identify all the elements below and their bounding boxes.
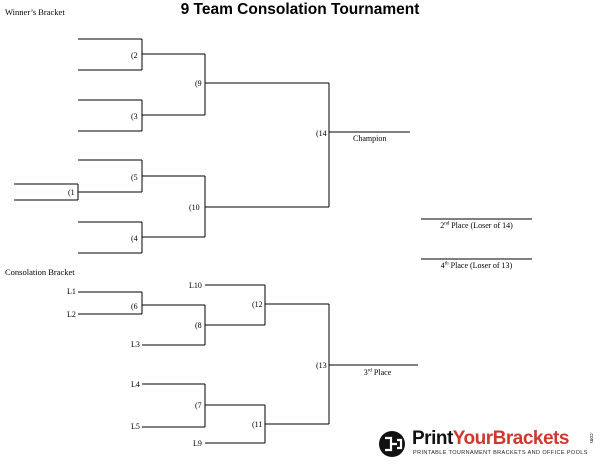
final-game (328, 83, 410, 207)
logo-dotcom: .com (588, 432, 594, 443)
seed-l4: L4 (131, 380, 140, 389)
third-place-game (328, 304, 418, 424)
printyourbrackets-logo: PrintYourBrackets .com PRINTABLE TOURNAM… (378, 428, 596, 462)
game-13-label: (13 (316, 361, 327, 370)
game-8-label: (8 (195, 321, 202, 330)
game-5-label: (5 (131, 173, 138, 182)
game-2-label: (2 (131, 51, 138, 60)
game-1-label: (1 (68, 188, 75, 197)
game-11-label: (11 (252, 420, 262, 429)
logo-tagline: PRINTABLE TOURNAMENT BRACKETS AND OFFICE… (413, 450, 588, 456)
game-9-label: (9 (195, 79, 202, 88)
game-4-label: (4 (131, 234, 138, 243)
second-place-label: 2nd Place (Loser of 14) (440, 221, 513, 230)
consolation-top-half (78, 284, 329, 346)
seed-l1: L1 (67, 287, 76, 296)
logo-wordmark: PrintYourBrackets (412, 428, 569, 449)
winners-top-half (78, 38, 329, 132)
game-12-label: (12 (252, 300, 263, 309)
game-6-label: (6 (131, 302, 138, 311)
bracket-logo-icon (379, 431, 405, 457)
game-7-label: (7 (195, 401, 202, 410)
game-14-label: (14 (316, 129, 327, 138)
page-title: 9 Team Consolation Tournament (180, 1, 420, 18)
fourth-place-label: 4th Place (Loser of 13) (440, 261, 513, 270)
champion-label: Champion (353, 134, 386, 143)
seed-l3: L3 (131, 340, 140, 349)
seed-l5: L5 (131, 422, 140, 431)
consolation-bottom-half (142, 383, 329, 444)
winners-bracket-label: Winner’s Bracket (5, 7, 65, 17)
game-3-label: (3 (131, 112, 138, 121)
seed-l2: L2 (67, 310, 76, 319)
third-place-label: 3rd Place (363, 368, 392, 377)
consolation-bracket-label: Consolation Bracket (5, 267, 75, 277)
game-10-label: (10 (189, 203, 200, 212)
winners-bottom-half (14, 159, 329, 254)
seed-l10: L10 (189, 281, 202, 290)
seed-l9: L9 (193, 439, 202, 448)
